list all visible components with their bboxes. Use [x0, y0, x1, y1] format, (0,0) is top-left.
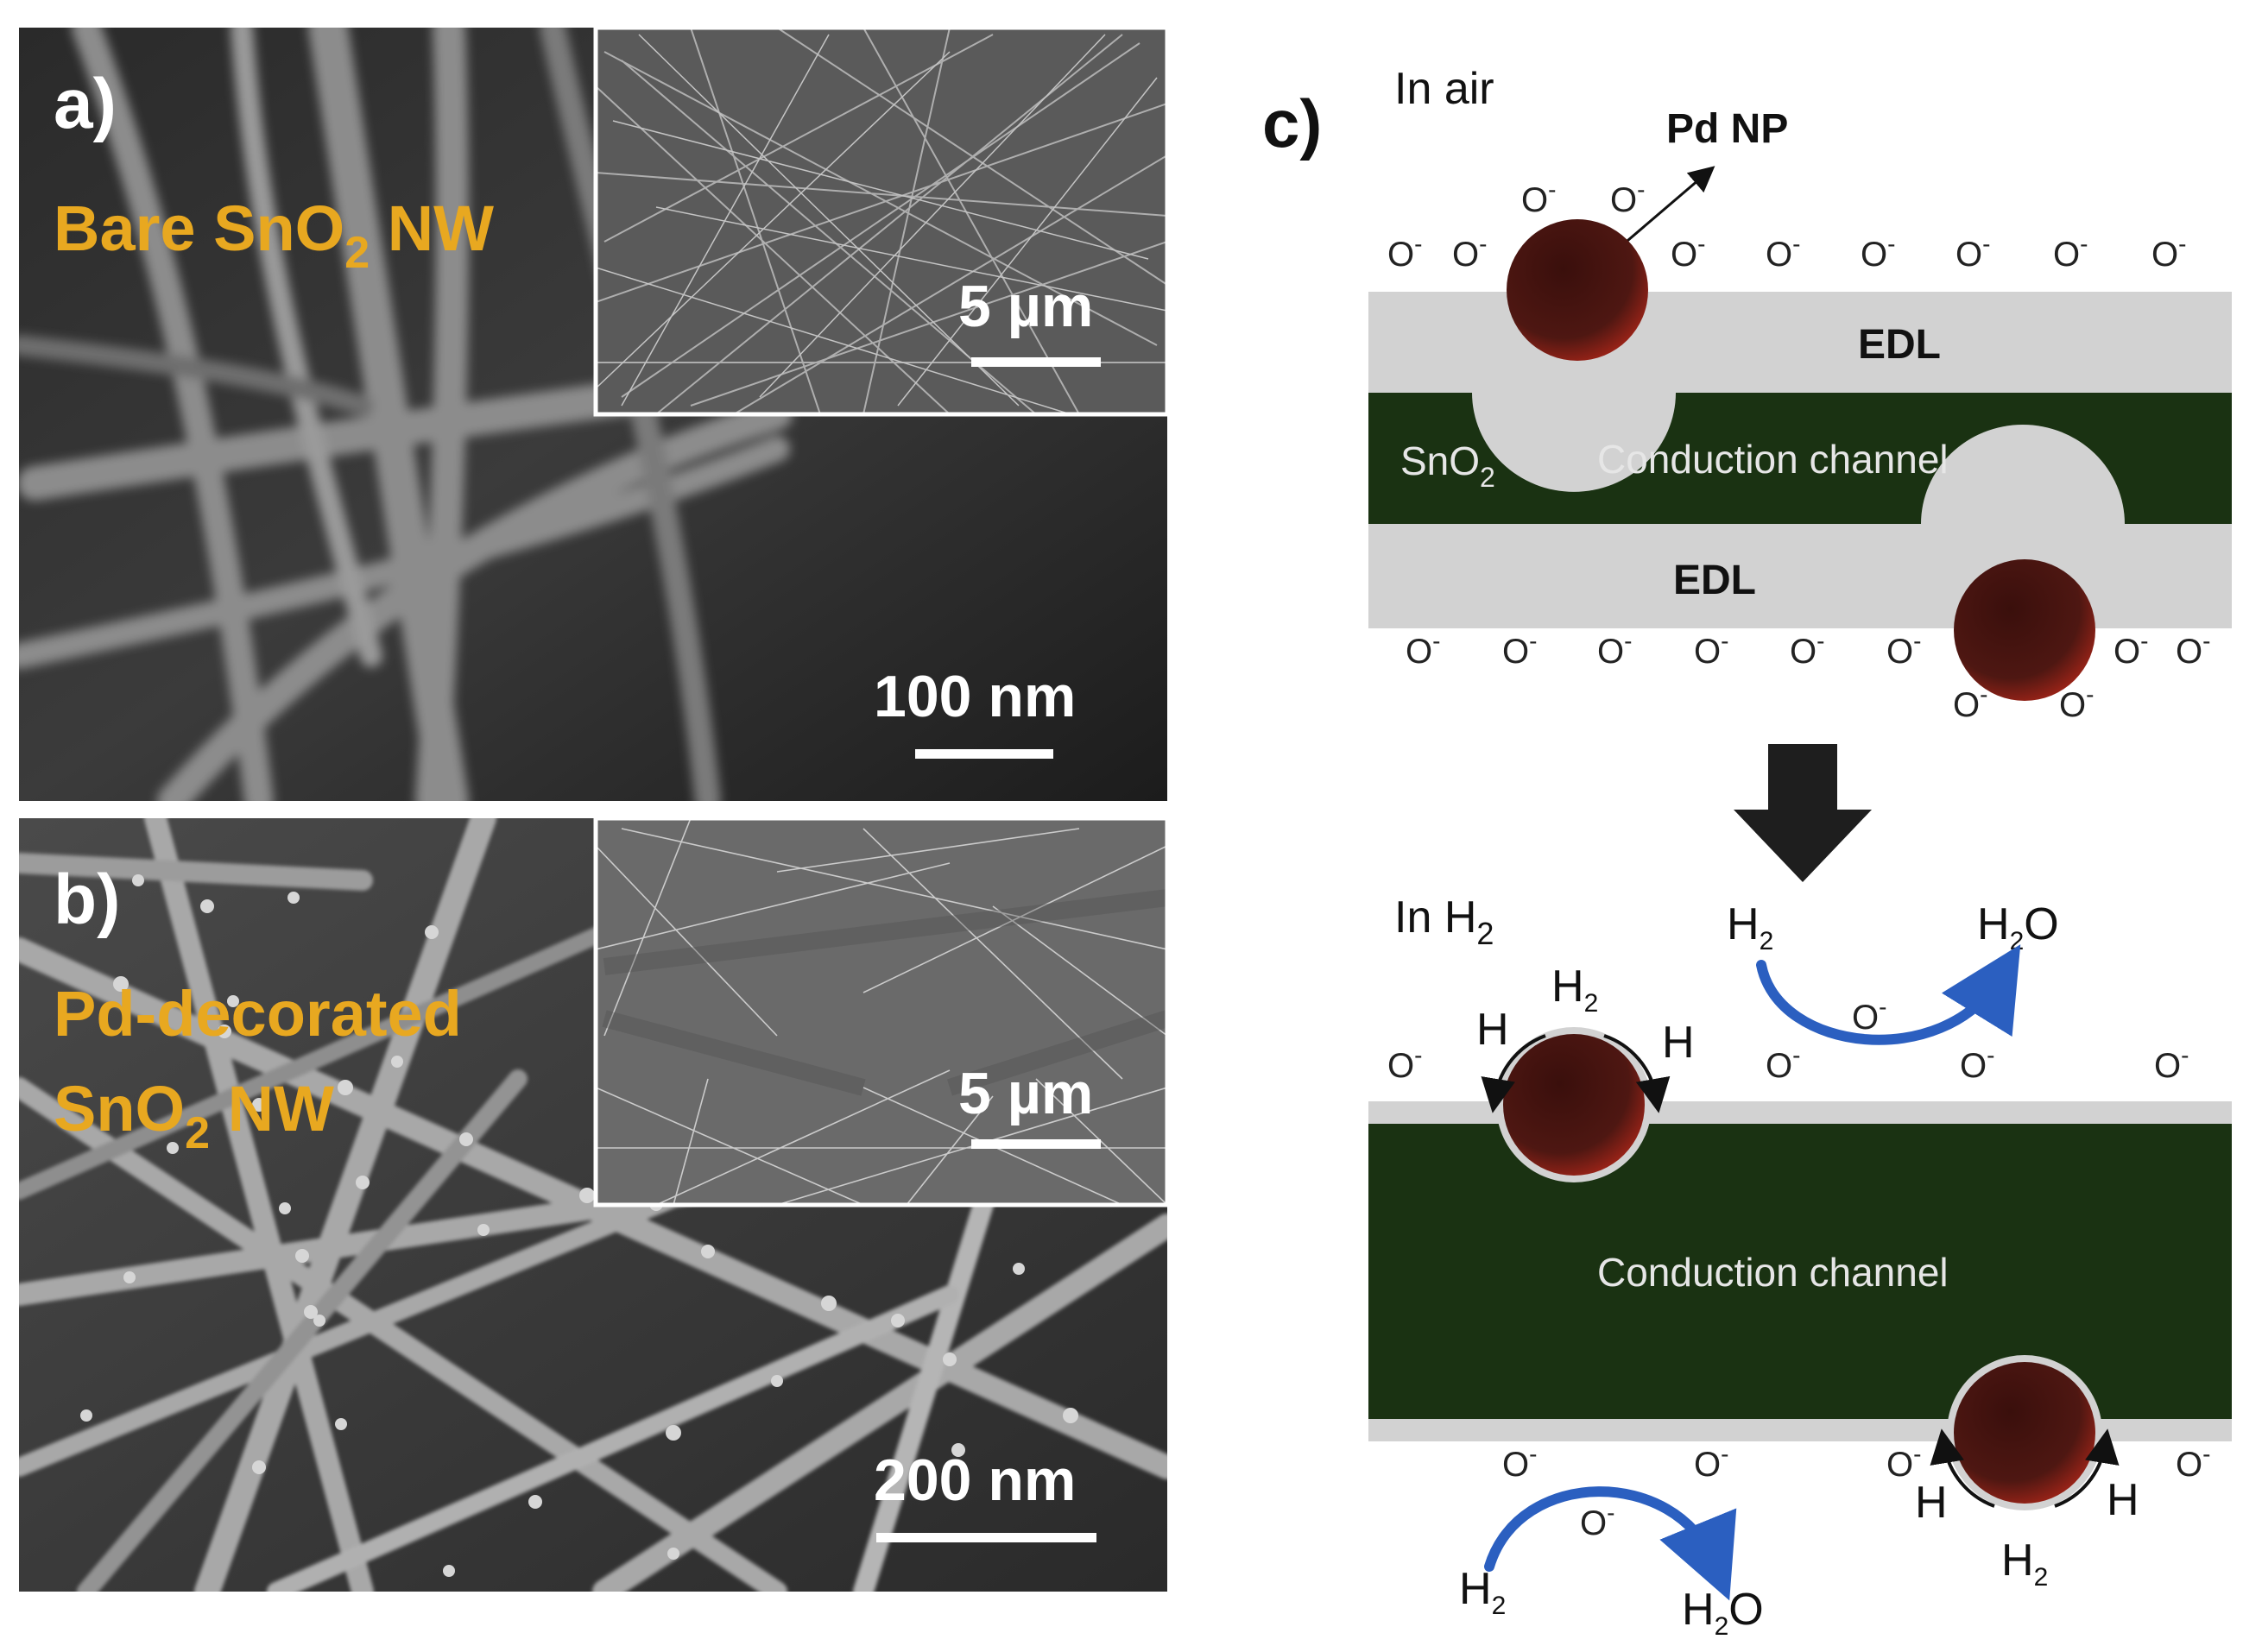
panel-b-inset-texture — [596, 818, 1167, 1205]
oxygen-ion: O- — [2176, 627, 2210, 671]
panel-a-label: Bare SnO2 NW — [54, 192, 494, 278]
product-h2o-top: H2O — [1977, 899, 2059, 955]
oxygen-ion: O- — [1960, 1042, 1994, 1085]
panel-a-nanowires — [19, 28, 1167, 801]
pd-np-label: Pd NP — [1666, 106, 1788, 152]
air-title: In air — [1394, 64, 1494, 114]
dissociation-arrow-left-bottom — [1930, 1428, 1995, 1508]
oxygen-ion: O- — [2053, 230, 2088, 274]
panel-b-scale-bar — [876, 1533, 1096, 1542]
air-pd-nanoparticle-top — [1507, 219, 1648, 361]
panel-a-inset-scale-label: 5 µm — [958, 274, 1093, 339]
oxygen-ion: O- — [2113, 627, 2148, 671]
h-atom-label: H — [1476, 1005, 1509, 1055]
h-atom-label: H — [1915, 1478, 1948, 1528]
oxygen-ion: O- — [1452, 230, 1487, 274]
air-edl-top-label: EDL — [1858, 322, 1941, 368]
transition-arrow — [1734, 744, 1872, 882]
reaction-arrow-top — [1756, 944, 2021, 1045]
oxygen-ion: O- — [1886, 1441, 1921, 1484]
oxygen-ion: O- — [1694, 627, 1728, 671]
h2-oxygen-ions: O- O- O- O- O- O- O- O- — [1387, 1042, 2210, 1484]
oxygen-ion: O- — [1406, 627, 1440, 671]
panel-a-inset-texture — [596, 28, 1167, 414]
oxygen-ion: O- — [1861, 230, 1895, 274]
oxygen-ion: O- — [1694, 1441, 1728, 1484]
oxygen-ion: O- — [2176, 1441, 2210, 1484]
panel-c: c) In air Pd NP EDL EDL SnO2 Conduction … — [1262, 64, 2232, 1641]
reaction-oxygen-top: O- — [1852, 993, 1886, 1037]
h2-state: In H2 Conduction channel H H H2 H H H2 H… — [1368, 892, 2232, 1641]
oxygen-ion: O- — [2154, 1042, 2189, 1085]
h2-pd-nanoparticle-bottom — [1954, 1362, 2095, 1504]
panel-a-letter: a) — [54, 65, 117, 143]
oxygen-ion: O- — [1502, 627, 1537, 671]
oxygen-ion: O- — [1597, 627, 1632, 671]
reactant-h2-bottom: H2 — [1459, 1564, 1506, 1620]
h2-molecule-label: H2 — [1551, 962, 1598, 1018]
h2-title: In H2 — [1394, 892, 1494, 951]
reaction-arrow-bottom — [1484, 1486, 1737, 1601]
air-edl-bottom-label: EDL — [1673, 558, 1756, 603]
h-atom-label: H — [1662, 1018, 1695, 1068]
oxygen-ion: O- — [1671, 230, 1705, 274]
dissociation-arrow-left-top — [1481, 1034, 1546, 1113]
air-state: In air Pd NP EDL EDL SnO2 Conduction cha… — [1368, 64, 2232, 724]
oxygen-ion: O- — [1502, 1441, 1537, 1484]
oxygen-ion: O- — [1956, 230, 1990, 274]
oxygen-ion: O- — [1387, 230, 1422, 274]
panel-b-letter: b) — [54, 861, 120, 939]
oxygen-ion: O- — [1521, 176, 1556, 219]
h2-molecule-label: H2 — [2001, 1535, 2048, 1592]
panel-c-letter: c) — [1262, 85, 1322, 161]
reactant-h2-top: H2 — [1727, 899, 1773, 955]
panel-b-label-line2: SnO2 NW — [54, 1073, 334, 1158]
oxygen-ion: O- — [1610, 176, 1645, 219]
h2-conduction-channel — [1368, 1124, 2232, 1419]
panel-b-inset-scale-label: 5 µm — [958, 1061, 1093, 1126]
panel-a-scale-bar — [915, 749, 1053, 759]
reaction-oxygen-bottom: O- — [1580, 1499, 1614, 1542]
product-h2o-bottom: H2O — [1682, 1585, 1764, 1641]
dissociation-arrow-right-bottom — [2054, 1428, 2120, 1508]
h-atom-label: H — [2107, 1475, 2139, 1525]
panel-b-label-line1: Pd-decorated — [54, 978, 462, 1050]
dissociation-arrow-right-top — [1603, 1034, 1671, 1113]
h2-channel-label: Conduction channel — [1597, 1250, 1949, 1295]
panel-b-inset-scale-bar — [971, 1139, 1101, 1149]
oxygen-ion: O- — [1766, 1042, 1800, 1085]
panel-a-scale-label: 100 nm — [874, 664, 1076, 729]
oxygen-ion: O- — [2059, 681, 2094, 724]
oxygen-ion: O- — [1790, 627, 1824, 671]
oxygen-ion: O- — [1387, 1042, 1422, 1085]
h2-pd-nanoparticle-top — [1503, 1034, 1645, 1176]
air-pd-nanoparticle-bottom — [1954, 559, 2095, 701]
panel-a: a) Bare SnO2 NW 5 µm 100 nm — [19, 25, 1170, 801]
panel-b: b) Pd-decorated SnO2 NW 5 µm 200 nm — [19, 816, 1170, 1592]
oxygen-ion: O- — [1886, 627, 1921, 671]
air-sno2-label: SnO2 — [1400, 438, 1495, 493]
oxygen-ion: O- — [1953, 681, 1987, 724]
oxygen-ion: O- — [1766, 230, 1800, 274]
air-edl-bulge-top — [1472, 393, 1676, 492]
air-oxygen-ions: O- O- O- O- O- O- O- O- O- O- O- O- O- O… — [1387, 176, 2210, 724]
panel-b-scale-label: 200 nm — [874, 1447, 1076, 1513]
air-channel-label: Conduction channel — [1597, 437, 1949, 482]
panel-a-inset-scale-bar — [971, 357, 1101, 367]
oxygen-ion: O- — [2151, 230, 2186, 274]
air-edl-bulge-bottom — [1921, 425, 2125, 524]
